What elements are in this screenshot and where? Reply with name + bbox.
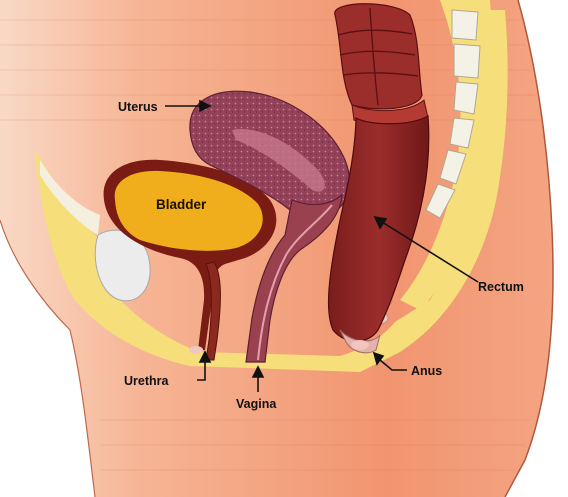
vagina-label: Vagina xyxy=(236,397,277,411)
urethra-label: Urethra xyxy=(124,374,170,388)
bladder-label: Bladder xyxy=(156,197,207,212)
anus-label: Anus xyxy=(411,364,442,378)
uterus-label: Uterus xyxy=(118,100,158,114)
rectum-label: Rectum xyxy=(478,280,524,294)
